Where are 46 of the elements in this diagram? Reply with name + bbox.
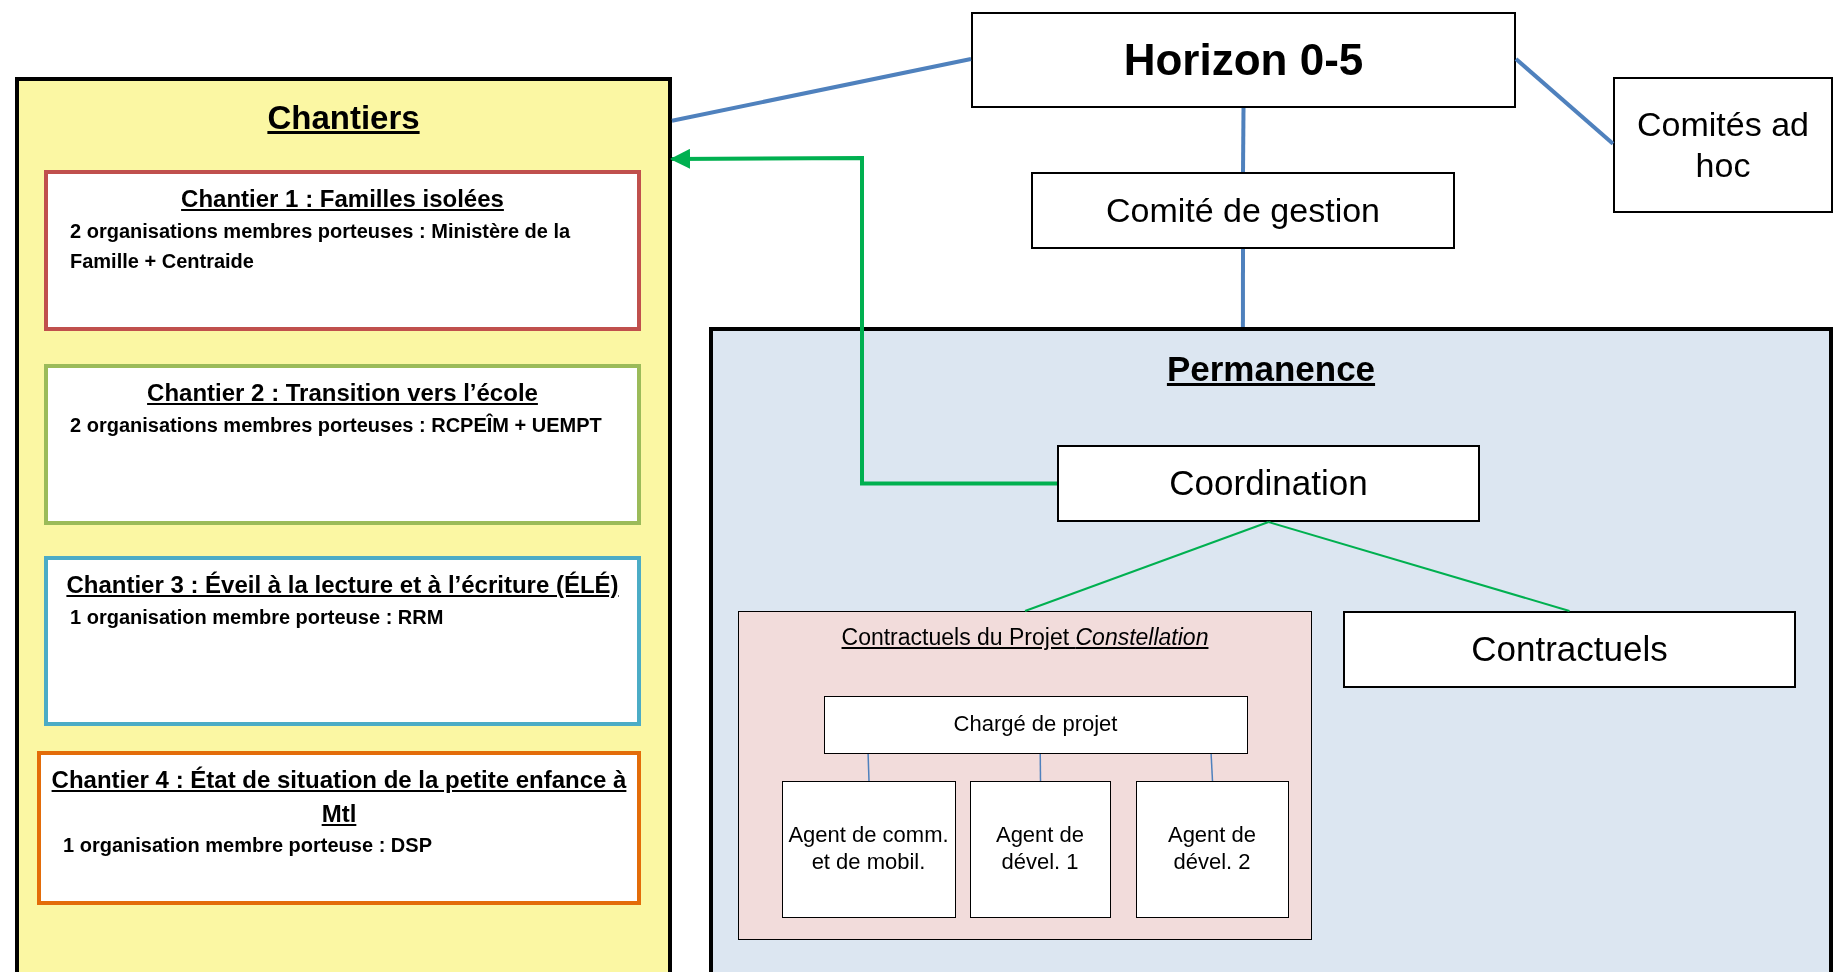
org-box xyxy=(823,695,1248,754)
org-box xyxy=(971,12,1516,108)
panel-title: Chantiers xyxy=(267,99,420,137)
box-label: Comité de gestion xyxy=(1105,189,1380,231)
connector-line xyxy=(1267,521,1571,612)
project-description: 2 organisations membres porteuses : Ministère de la Famille + Centraide xyxy=(69,218,572,274)
section-panel xyxy=(709,327,1833,972)
box-label: Agent de comm. et de mobil. xyxy=(787,822,950,876)
org-box xyxy=(781,780,956,918)
project-description: 2 organisations membres porteuses : RCPEÎM + UEMPT xyxy=(69,412,603,438)
section-panel xyxy=(15,77,672,972)
connector-line xyxy=(1024,521,1270,612)
panel-title: Contractuels du Projet Constellation xyxy=(841,624,1209,651)
project-description: 1 organisation membre porteuse : DSP xyxy=(62,833,433,859)
project-box xyxy=(44,556,641,726)
org-box xyxy=(1613,77,1833,213)
box-label: Agent de dével. 1 xyxy=(994,822,1086,876)
panel-title: Permanence xyxy=(1166,349,1376,389)
connector-line xyxy=(671,57,972,123)
org-box xyxy=(1343,611,1796,688)
connector-line xyxy=(1240,249,1245,327)
connector-line xyxy=(1241,108,1246,172)
box-label: Contractuels xyxy=(1471,628,1668,671)
project-heading: Chantier 4 : État de situation de la petite enfance à Mtl xyxy=(51,765,627,829)
connector-line xyxy=(1514,57,1615,146)
project-heading: Chantier 2 : Transition vers l’école xyxy=(147,378,538,408)
team-panel xyxy=(738,611,1312,940)
project-box xyxy=(44,364,641,525)
project-description: 1 organisation membre porteuse : RRM xyxy=(69,604,445,630)
project-box xyxy=(44,170,641,331)
box-label: Chargé de projet xyxy=(953,711,1118,738)
org-box xyxy=(1057,445,1480,522)
project-box xyxy=(37,751,641,905)
connector-line xyxy=(867,753,870,782)
org-box xyxy=(969,780,1111,918)
box-label: Agent de dével. 2 xyxy=(1166,822,1258,876)
box-label: Coordination xyxy=(1169,462,1368,505)
arrow xyxy=(670,148,1057,486)
project-heading: Chantier 1 : Familles isolées xyxy=(181,184,504,214)
org-box xyxy=(1135,780,1289,918)
connector-line xyxy=(1210,753,1214,782)
box-label: Comités ad hoc xyxy=(1636,103,1810,186)
connector-line xyxy=(1039,753,1042,782)
org-box xyxy=(1031,172,1455,249)
box-label: Horizon 0-5 xyxy=(1123,34,1364,87)
project-heading: Chantier 3 : Éveil à la lecture et à l’écriture (ÉLÉ) xyxy=(66,570,619,600)
